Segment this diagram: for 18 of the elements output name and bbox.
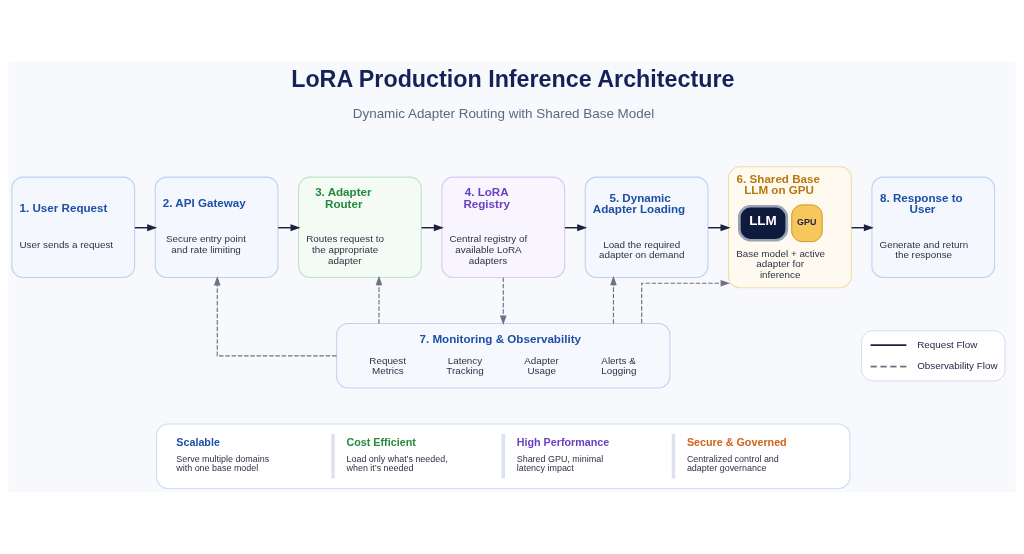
node-box: 1. User Request User sends a request <box>11 176 136 278</box>
diagram-title: LoRA Production Inference Architecture <box>291 65 735 92</box>
node-box: 4. LoRA Registry Central registry of available LoRA adapters <box>441 176 566 278</box>
arrow <box>641 279 731 324</box>
arrow <box>610 275 617 324</box>
node-box: 5. Dynamic Adapter Loading Load the required adapter on demand <box>584 176 709 278</box>
node-box: 2. API Gateway Secure entry point and rate limiting <box>154 176 279 278</box>
node-box: 3. Adapter Router Routes request to the appropriate adapter <box>298 176 422 278</box>
arrow <box>213 275 338 357</box>
label: Dynamic Adapter Routing with Shared Base Model <box>352 105 655 121</box>
arrow <box>375 275 383 324</box>
legend-label: Observability Flow <box>917 360 998 372</box>
node-box: Scalable Serve multiple domains with one base model Cost Efficient Load only what’s needed, when it’s needed High Performance Shared GPU, minimal latency impact Secure & Governed Centralized control and adapter governance <box>156 423 851 489</box>
node-box: 8. Response to User Generate and return the response <box>871 176 996 278</box>
legend-label: Request Flow <box>917 338 978 350</box>
node-box: 7. Monitoring & Observability Request Metrics Latency Tracking Adapter Usage Alerts & Logging <box>336 323 671 389</box>
arrow <box>499 277 507 326</box>
node-box: 6. Shared Base LLM on GPU LLM GPU Base model + active adapter for inference <box>728 166 852 289</box>
